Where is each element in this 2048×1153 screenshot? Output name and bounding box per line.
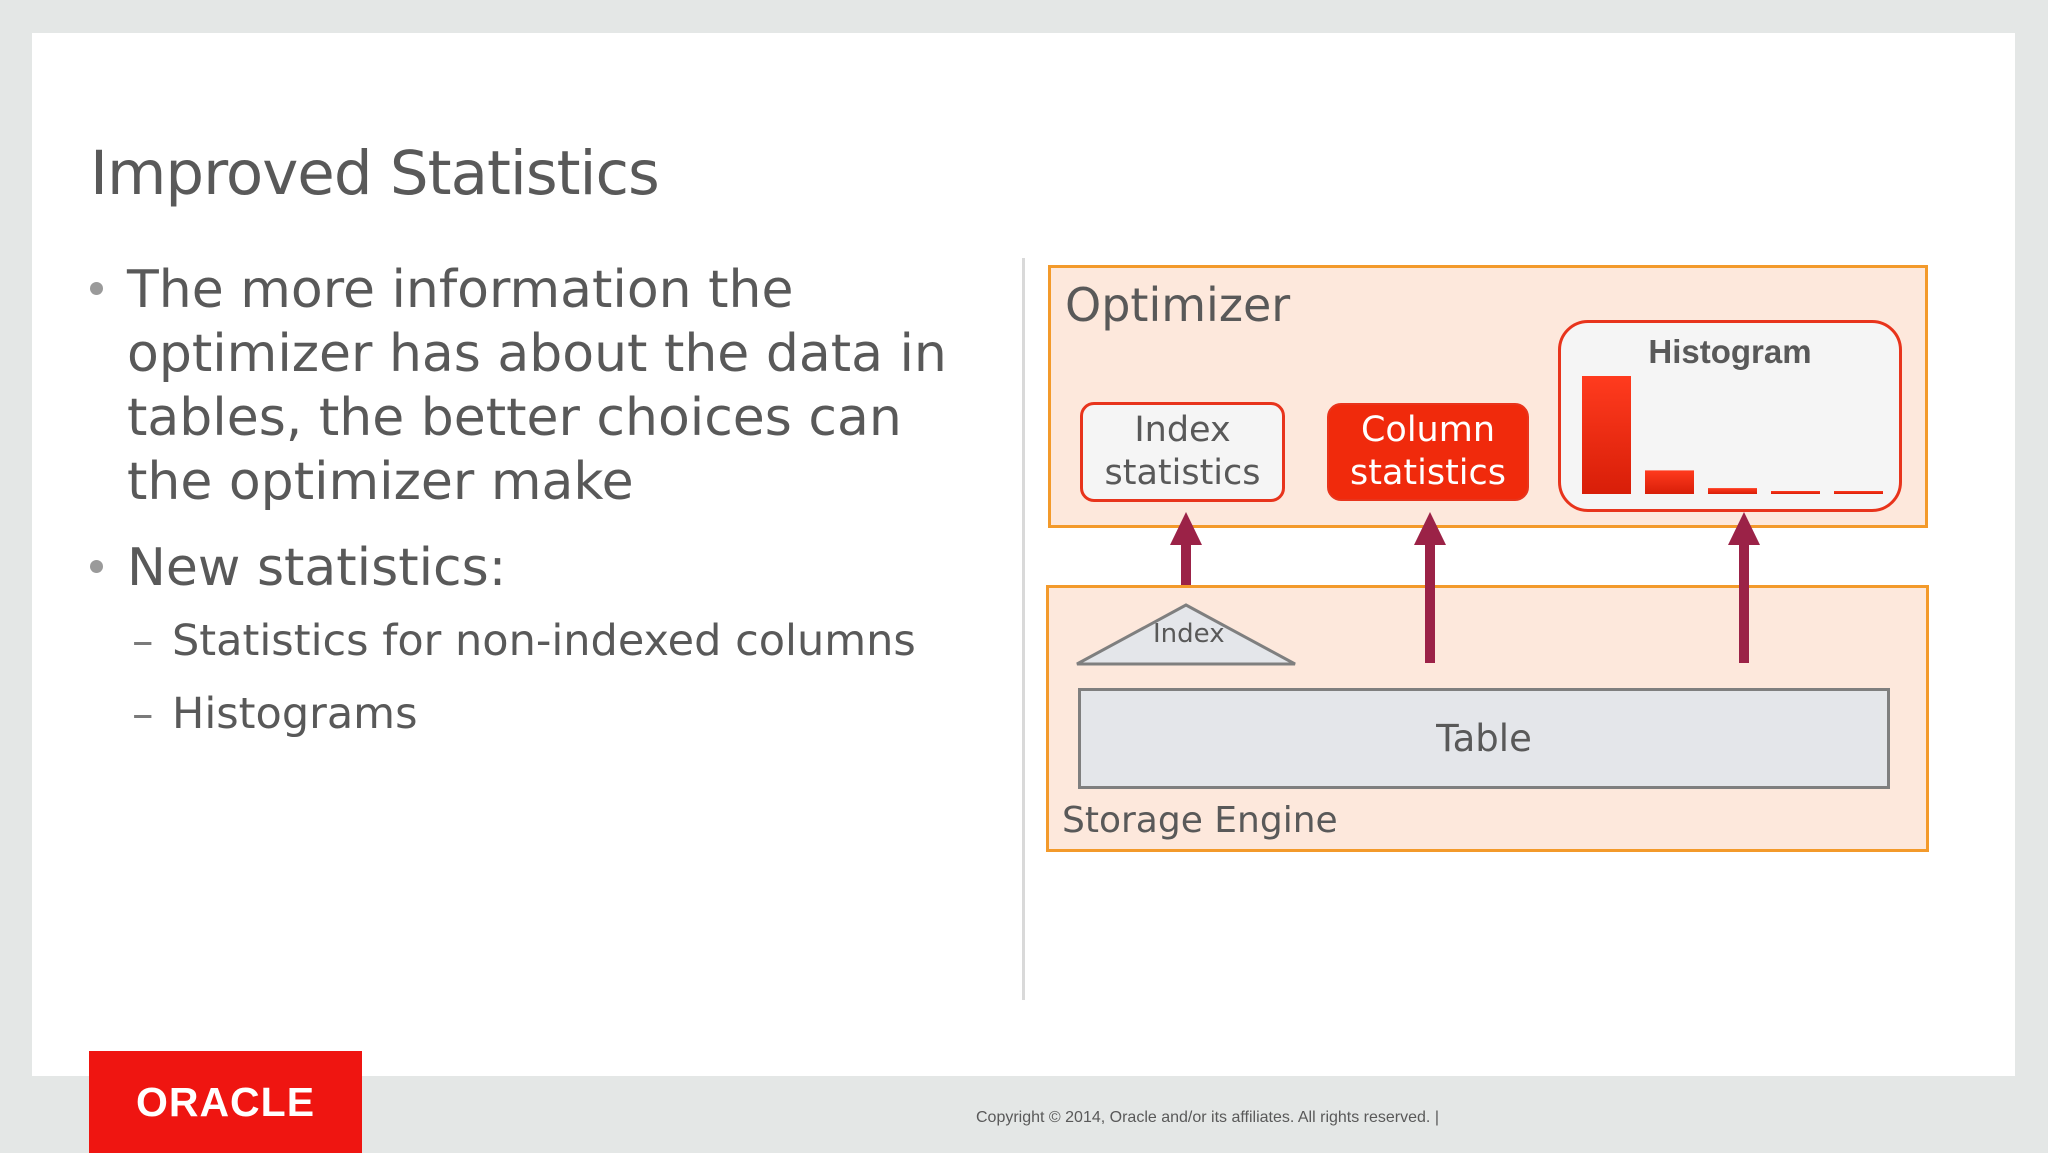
bullet-dot-icon xyxy=(90,282,103,295)
bullet-item: New statistics: xyxy=(90,536,970,600)
histogram-bars xyxy=(1582,376,1883,494)
histogram-bar xyxy=(1645,470,1694,494)
sub-bullet-list: – Statistics for non-indexed columns – H… xyxy=(90,614,970,741)
dash-icon: – xyxy=(132,616,154,666)
oracle-logo-text: ORACLE xyxy=(135,1078,316,1125)
sub-bullet-text: Statistics for non-indexed columns xyxy=(172,616,916,666)
column-statistics-line2: statistics xyxy=(1349,453,1506,493)
index-label: Index xyxy=(1153,619,1225,649)
copyright-text: Copyright © 2014, Oracle and/or its affi… xyxy=(976,1109,1439,1126)
arrow-index-icon xyxy=(1170,512,1202,585)
column-statistics-line1: Column xyxy=(1360,410,1496,450)
histogram-bar xyxy=(1708,488,1757,494)
histogram-label: Histogram xyxy=(1648,333,1812,370)
table-box: Table xyxy=(1078,688,1890,789)
bullet-dot-icon xyxy=(90,560,103,573)
dash-icon: – xyxy=(132,689,154,739)
bullet-text: New statistics: xyxy=(127,538,507,598)
sub-bullet-text: Histograms xyxy=(172,689,418,739)
bullet-list: The more information the optimizer has a… xyxy=(90,258,970,760)
optimizer-label: Optimizer xyxy=(1065,278,1291,332)
bullet-item: The more information the optimizer has a… xyxy=(90,258,970,514)
column-statistics-box: Column statistics xyxy=(1327,403,1529,501)
index-statistics-box: Index statistics xyxy=(1080,402,1285,502)
bullet-text: The more information the optimizer has a… xyxy=(127,260,947,512)
histogram-bar xyxy=(1771,491,1820,494)
storage-engine-label: Storage Engine xyxy=(1062,800,1338,841)
oracle-logo: ORACLE xyxy=(89,1051,362,1153)
histogram-bar xyxy=(1582,376,1631,494)
sub-bullet-item: – Statistics for non-indexed columns xyxy=(132,614,970,668)
index-triangle xyxy=(1076,603,1296,666)
slide-title: Improved Statistics xyxy=(90,138,660,209)
arrow-column-icon xyxy=(1414,512,1446,663)
table-label: Table xyxy=(1436,717,1532,760)
histogram-bar xyxy=(1834,491,1883,494)
index-statistics-line2: statistics xyxy=(1104,453,1261,493)
index-statistics-line1: Index xyxy=(1134,410,1231,450)
arrow-histogram-icon xyxy=(1728,512,1760,663)
vertical-divider xyxy=(1022,258,1025,1000)
sub-bullet-item: – Histograms xyxy=(132,687,970,741)
